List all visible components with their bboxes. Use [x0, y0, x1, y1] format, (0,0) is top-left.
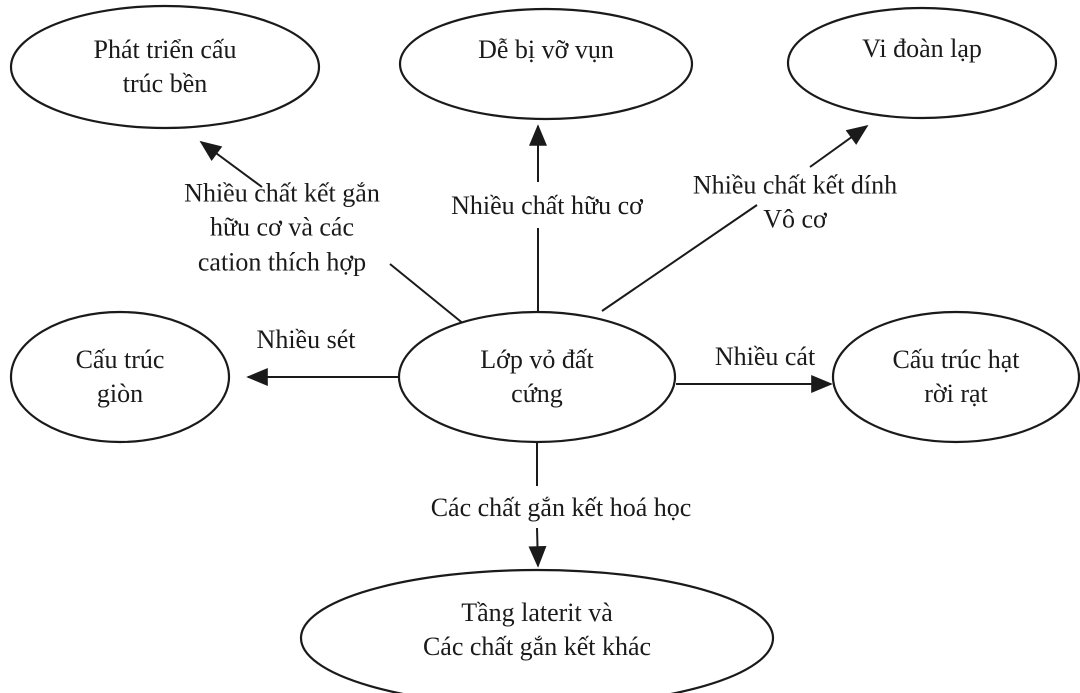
edge-label-center-to-mid-left: Nhiều sét: [257, 323, 356, 357]
node-mid-right-line1: Cấu trúc hạt: [892, 344, 1020, 374]
node-top-left: Phát triển cấu trúc bền: [11, 6, 319, 128]
edge-center-to-top-left-arrow-segment: [199, 140, 263, 188]
node-mid-left: Cấu trúc giòn: [11, 312, 229, 442]
edge-label-center-to-top-center-line1: Nhiều chất hữu cơ: [451, 190, 643, 220]
edge-label-center-to-top-right-line1: Nhiều chất kết dính: [692, 170, 898, 200]
ellipse-bottom: [299, 568, 775, 693]
node-mid-right: Cấu trúc hạt rời rạt: [833, 312, 1079, 442]
node-top-left-line1: Phát triển cấu: [93, 34, 237, 64]
edge-label-center-to-top-left-line2: hữu cơ và các: [209, 212, 355, 242]
edge-label-center-to-bottom: Các chất gắn kết hoá học: [431, 491, 692, 525]
edge-label-center-to-top-right: Nhiều chất kết dính Vô cơ: [693, 169, 897, 238]
node-top-center-line1: Dễ bị vỡ vụn: [478, 34, 614, 64]
ellipse-mid-left: [9, 310, 231, 444]
node-mid-left-line2: giòn: [96, 379, 144, 408]
node-bottom-line1: Tầng laterit và: [461, 597, 613, 627]
edge-label-center-to-top-left-line1: Nhiều chất kết gắn: [184, 178, 380, 208]
edge-center-to-bottom-arrow-segment: [528, 527, 547, 568]
ellipse-center: [397, 310, 677, 444]
node-mid-left-line1: Cấu trúc: [75, 344, 165, 374]
node-bottom-line2: Các chất gắn kết khác: [422, 632, 652, 661]
ellipse-top-left: [9, 4, 321, 130]
node-bottom: Tầng laterit và Các chất gắn kết khác: [301, 572, 773, 688]
edge-label-center-to-top-left-line3: cation thích hợp: [197, 247, 367, 277]
edge-label-center-to-mid-left-line1: Nhiều sét: [256, 324, 356, 354]
ellipse-top-right: [786, 6, 1058, 120]
ellipse-mid-right: [831, 310, 1080, 444]
edge-center-to-top-right-arrow-segment: [809, 124, 869, 168]
node-mid-right-line2: rời rạt: [924, 379, 988, 408]
edge-label-center-to-mid-right-line1: Nhiều cát: [714, 341, 816, 371]
edge-label-center-to-top-center: Nhiều chất hữu cơ: [451, 189, 643, 223]
node-center-line1: Lớp vỏ đất: [480, 344, 594, 374]
edge-center-to-top-right-lower-segment: [601, 204, 758, 312]
node-top-right: Vi đoàn lạp: [788, 8, 1056, 118]
edge-label-center-to-top-right-line2: Vô cơ: [763, 205, 827, 234]
ellipse-top-center: [398, 7, 694, 121]
node-center-line2: cứng: [511, 379, 563, 408]
node-top-center: Dễ bị vỡ vụn: [400, 9, 692, 119]
edge-label-center-to-top-left: Nhiều chất kết gắn hữu cơ và các cation …: [184, 177, 380, 280]
edge-center-to-top-left-lower-segment: [389, 263, 466, 326]
edge-label-center-to-bottom-line1: Các chất gắn kết hoá học: [430, 492, 692, 522]
node-center: Lớp vỏ đất cứng: [399, 312, 675, 442]
node-top-left-line2: trúc bền: [122, 69, 208, 98]
edge-label-center-to-mid-right: Nhiều cát: [715, 340, 815, 374]
node-top-right-line1: Vi đoàn lạp: [862, 33, 982, 63]
